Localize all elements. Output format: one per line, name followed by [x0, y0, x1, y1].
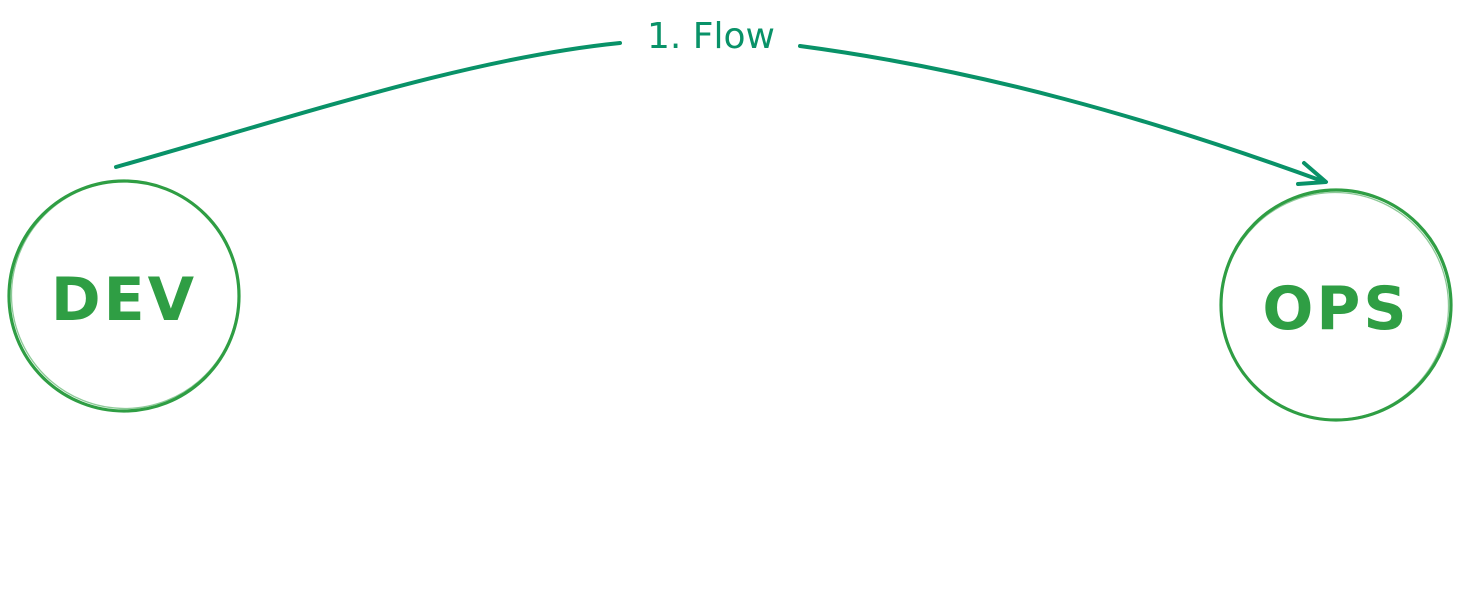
edge-dev-ops-label: 1. Flow — [647, 16, 775, 57]
edge-dev-ops-line-right — [798, 44, 1327, 184]
edge-dev-ops[interactable]: 1. Flow — [114, 16, 1328, 186]
node-ops[interactable]: OPS — [1219, 188, 1453, 422]
node-dev-circle-rough — [10, 180, 240, 410]
node-dev[interactable]: DEV — [7, 179, 241, 413]
edge-dev-ops-line-left — [114, 41, 622, 169]
node-ops-circle-rough — [1220, 191, 1450, 421]
node-dev-label: DEV — [51, 265, 197, 335]
node-ops-label: OPS — [1262, 274, 1409, 344]
arrowhead-icon — [1296, 161, 1328, 186]
